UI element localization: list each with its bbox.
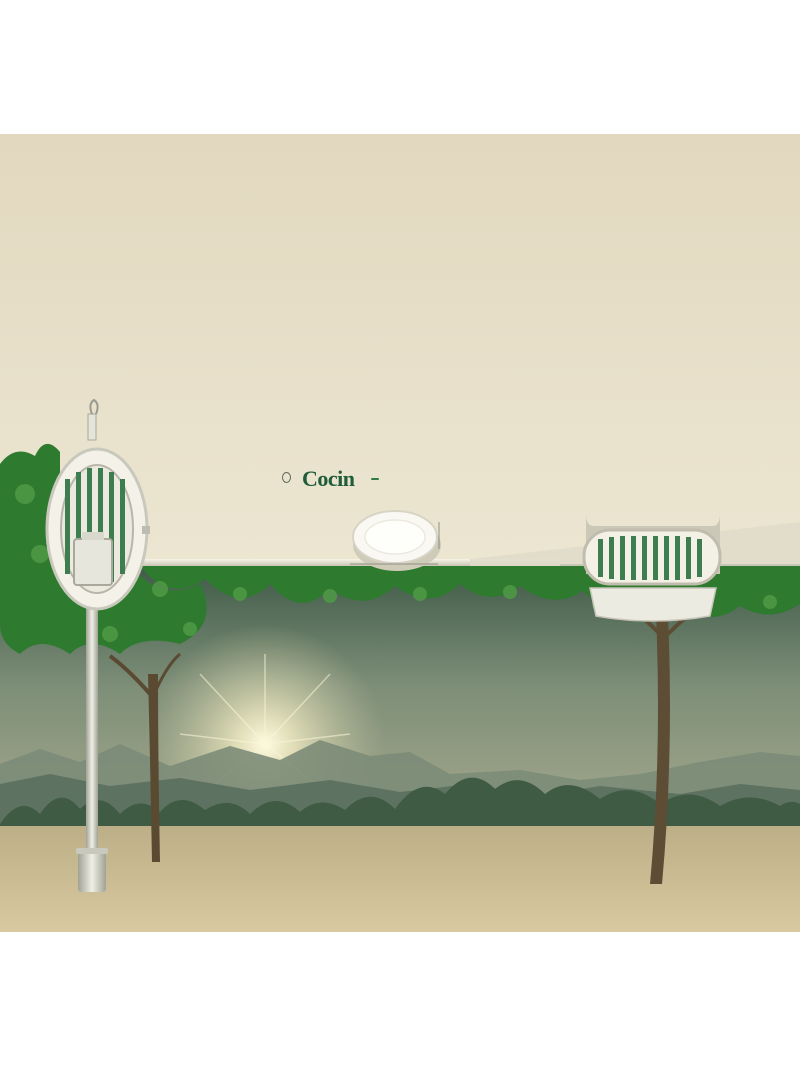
left-tree-trunk: [148, 674, 160, 862]
ground: [0, 826, 800, 932]
sign-stripes: [598, 536, 702, 580]
lamp-post-pole: [86, 604, 98, 866]
lamp-post-stripes: [65, 468, 125, 586]
lamp-post-base: [78, 848, 106, 892]
logo-badge: [371, 478, 379, 480]
lamp-box: [73, 538, 113, 586]
logo-wordmark: Cocin: [302, 466, 355, 491]
logo-ring-icon: [282, 472, 291, 483]
right-tree-trunk: [650, 614, 670, 884]
scene: [0, 134, 800, 932]
sign-plaque: [589, 587, 717, 622]
wall-shelf: [140, 559, 560, 566]
